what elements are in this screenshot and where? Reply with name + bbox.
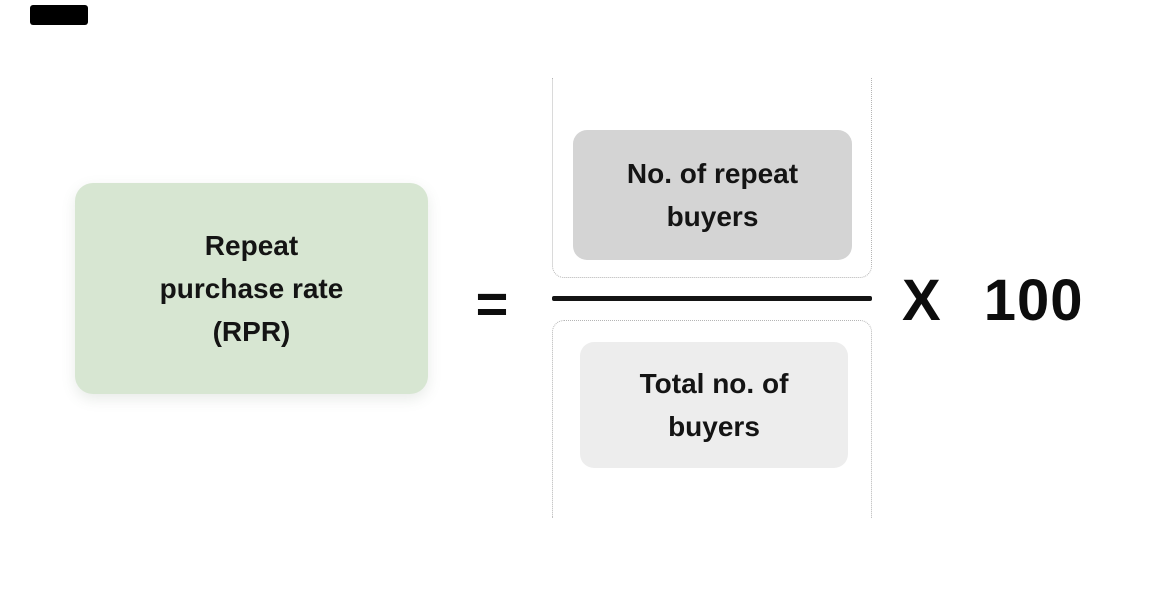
numerator-label: No. of repeat buyers — [626, 158, 799, 232]
multiply-sign: X — [902, 267, 942, 333]
denominator-label: Total no. of buyers — [639, 368, 789, 442]
equals-sign: = — [475, 271, 509, 335]
numerator-dotted-container — [552, 78, 872, 278]
multiplication-group: X 100 — [902, 267, 1084, 333]
multiplier-value: 100 — [983, 267, 1084, 333]
denominator-box: Total no. of buyers — [580, 342, 848, 468]
numerator-box: No. of repeat buyers — [573, 130, 852, 260]
fraction-bar — [552, 296, 872, 301]
black-bar-mark — [30, 5, 88, 25]
denominator-dotted-container — [552, 320, 872, 518]
result-label: Repeat purchase rate (RPR) — [159, 230, 344, 347]
result-box: Repeat purchase rate (RPR) — [75, 183, 428, 394]
